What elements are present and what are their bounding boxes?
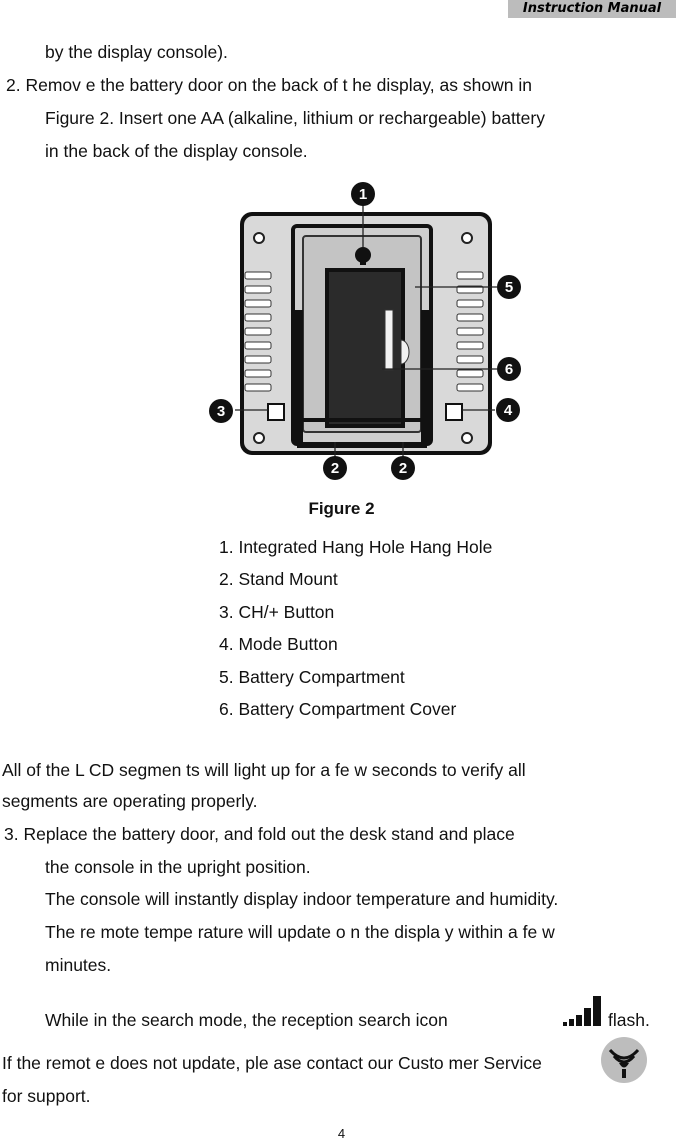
step3-line2: the console in the upright position. (45, 857, 311, 877)
step3-line1: 3. Replace the battery door, and fold ou… (4, 824, 515, 844)
figure-caption: Figure 2 (308, 499, 375, 518)
flash-text: flash. (608, 1010, 650, 1030)
page-number: 4 (337, 1126, 346, 1141)
step2-line2: Figure 2. Insert one AA (alkaline, lithi… (45, 108, 545, 128)
callout-1-label: 1 (359, 186, 367, 203)
callout-3 (209, 399, 233, 423)
step2-line1: 2. Remov e the battery door on the back … (6, 75, 532, 95)
figure-2-console-back: 1 2 2 3 4 5 6 (209, 182, 521, 480)
legend-item: 3. CH/+ Button (219, 601, 335, 622)
search-mode-text: While in the search mode, the reception … (45, 1010, 448, 1030)
step3-line3: The console will instantly display indoo… (45, 889, 559, 909)
lcd-note-line1: All of the L CD segmen ts will light up … (2, 760, 526, 780)
figure-legend: 1. Integrated Hang Hole Hang Hole 2. Sta… (219, 531, 492, 725)
callout-5-label: 5 (505, 279, 513, 296)
step2-line3: in the back of the display console. (45, 141, 308, 161)
callout-2b-label: 2 (399, 460, 407, 477)
callout-6 (497, 357, 521, 381)
lcd-note-line2: segments are operating properly. (2, 791, 258, 811)
callout-2b (391, 456, 415, 480)
callout-4 (496, 398, 520, 422)
step3-line5: minutes. (45, 955, 112, 975)
signal-bars-icon (563, 996, 601, 1026)
step1-tail: by the display console). (45, 42, 228, 62)
reception-waves-icon (601, 1037, 647, 1083)
step3-line4: The re mote tempe rature will update o n… (45, 922, 555, 942)
callout-5 (497, 275, 521, 299)
manual-header-badge: Instruction Manual (508, 0, 676, 18)
legend-item: 1. Integrated Hang Hole Hang Hole (219, 537, 493, 557)
support-line2: for support. (2, 1086, 91, 1106)
support-line1: If the remot e does not update, ple ase … (2, 1053, 542, 1073)
legend-item: 2. Stand Mount (219, 569, 338, 590)
callout-4-label: 4 (504, 402, 513, 419)
legend-item: 4. Mode Button (219, 634, 338, 655)
callout-2a (323, 456, 347, 480)
callout-2a-label: 2 (331, 460, 339, 477)
callout-6-label: 6 (505, 361, 513, 378)
callout-3-label: 3 (217, 403, 225, 420)
legend-item: 5. Battery Compartment (219, 666, 405, 687)
callout-1 (351, 182, 375, 206)
legend-item: 6. Battery Compartment Cover (219, 699, 457, 720)
